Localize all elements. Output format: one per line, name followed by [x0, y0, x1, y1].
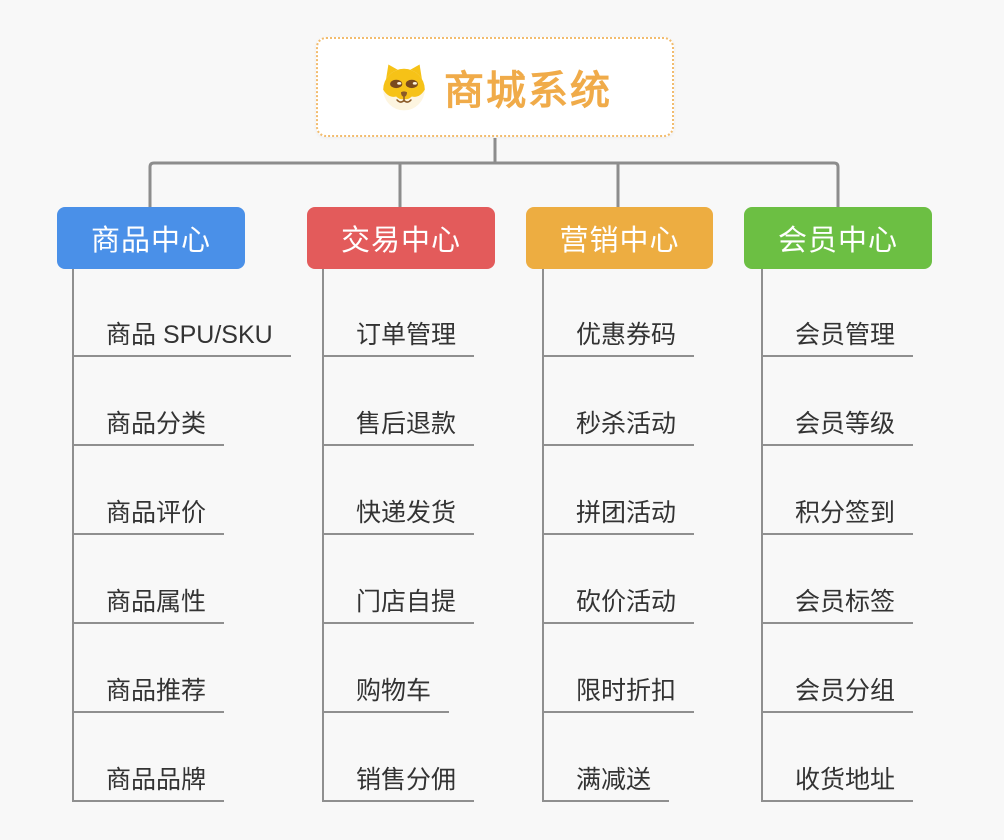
- branch-node-marketing[interactable]: 营销中心: [526, 207, 713, 269]
- branch-label: 交易中心: [340, 225, 461, 257]
- spine-line: [761, 269, 763, 802]
- leaf-item[interactable]: 会员分组: [762, 677, 914, 713]
- spine-line: [72, 269, 74, 802]
- leaf-item[interactable]: 门店自提: [323, 588, 475, 624]
- leaf-item[interactable]: 优惠券码: [543, 321, 695, 357]
- leaf-item[interactable]: 商品分类: [73, 410, 225, 446]
- leaf-item[interactable]: 售后退款: [323, 410, 475, 446]
- root-title: 商城系统: [444, 69, 612, 113]
- dog-face-icon: [383, 64, 425, 111]
- leaf-item[interactable]: 限时折扣: [543, 677, 695, 713]
- leaf-item[interactable]: 商品属性: [73, 588, 225, 624]
- spine-line: [542, 269, 544, 802]
- branch-node-trade[interactable]: 交易中心: [307, 207, 495, 269]
- root-node[interactable]: 商城系统: [316, 37, 674, 137]
- leaf-item[interactable]: 商品品牌: [73, 766, 225, 802]
- branch-label: 会员中心: [777, 225, 898, 257]
- leaf-item[interactable]: 满减送: [543, 766, 670, 802]
- spine-line: [322, 269, 324, 802]
- leaf-item[interactable]: 会员管理: [762, 321, 914, 357]
- branch-node-member[interactable]: 会员中心: [744, 207, 932, 269]
- leaf-item[interactable]: 积分签到: [762, 499, 914, 535]
- leaf-item[interactable]: 会员等级: [762, 410, 914, 446]
- leaf-item[interactable]: 拼团活动: [543, 499, 695, 535]
- leaf-item[interactable]: 商品推荐: [73, 677, 225, 713]
- leaf-item[interactable]: 销售分佣: [323, 766, 475, 802]
- branch-label: 营销中心: [559, 225, 680, 257]
- leaf-item[interactable]: 会员标签: [762, 588, 914, 624]
- branch-label: 商品中心: [90, 225, 211, 257]
- branch-node-product[interactable]: 商品中心: [57, 207, 245, 269]
- leaf-item[interactable]: 购物车: [323, 677, 450, 713]
- leaf-item[interactable]: 快递发货: [323, 499, 475, 535]
- leaf-item[interactable]: 订单管理: [323, 321, 475, 357]
- leaf-item[interactable]: 收货地址: [762, 766, 914, 802]
- leaf-item[interactable]: 商品评价: [73, 499, 225, 535]
- leaf-item[interactable]: 砍价活动: [543, 588, 695, 624]
- leaf-item[interactable]: 商品 SPU/SKU: [73, 321, 291, 357]
- leaf-item[interactable]: 秒杀活动: [543, 410, 695, 446]
